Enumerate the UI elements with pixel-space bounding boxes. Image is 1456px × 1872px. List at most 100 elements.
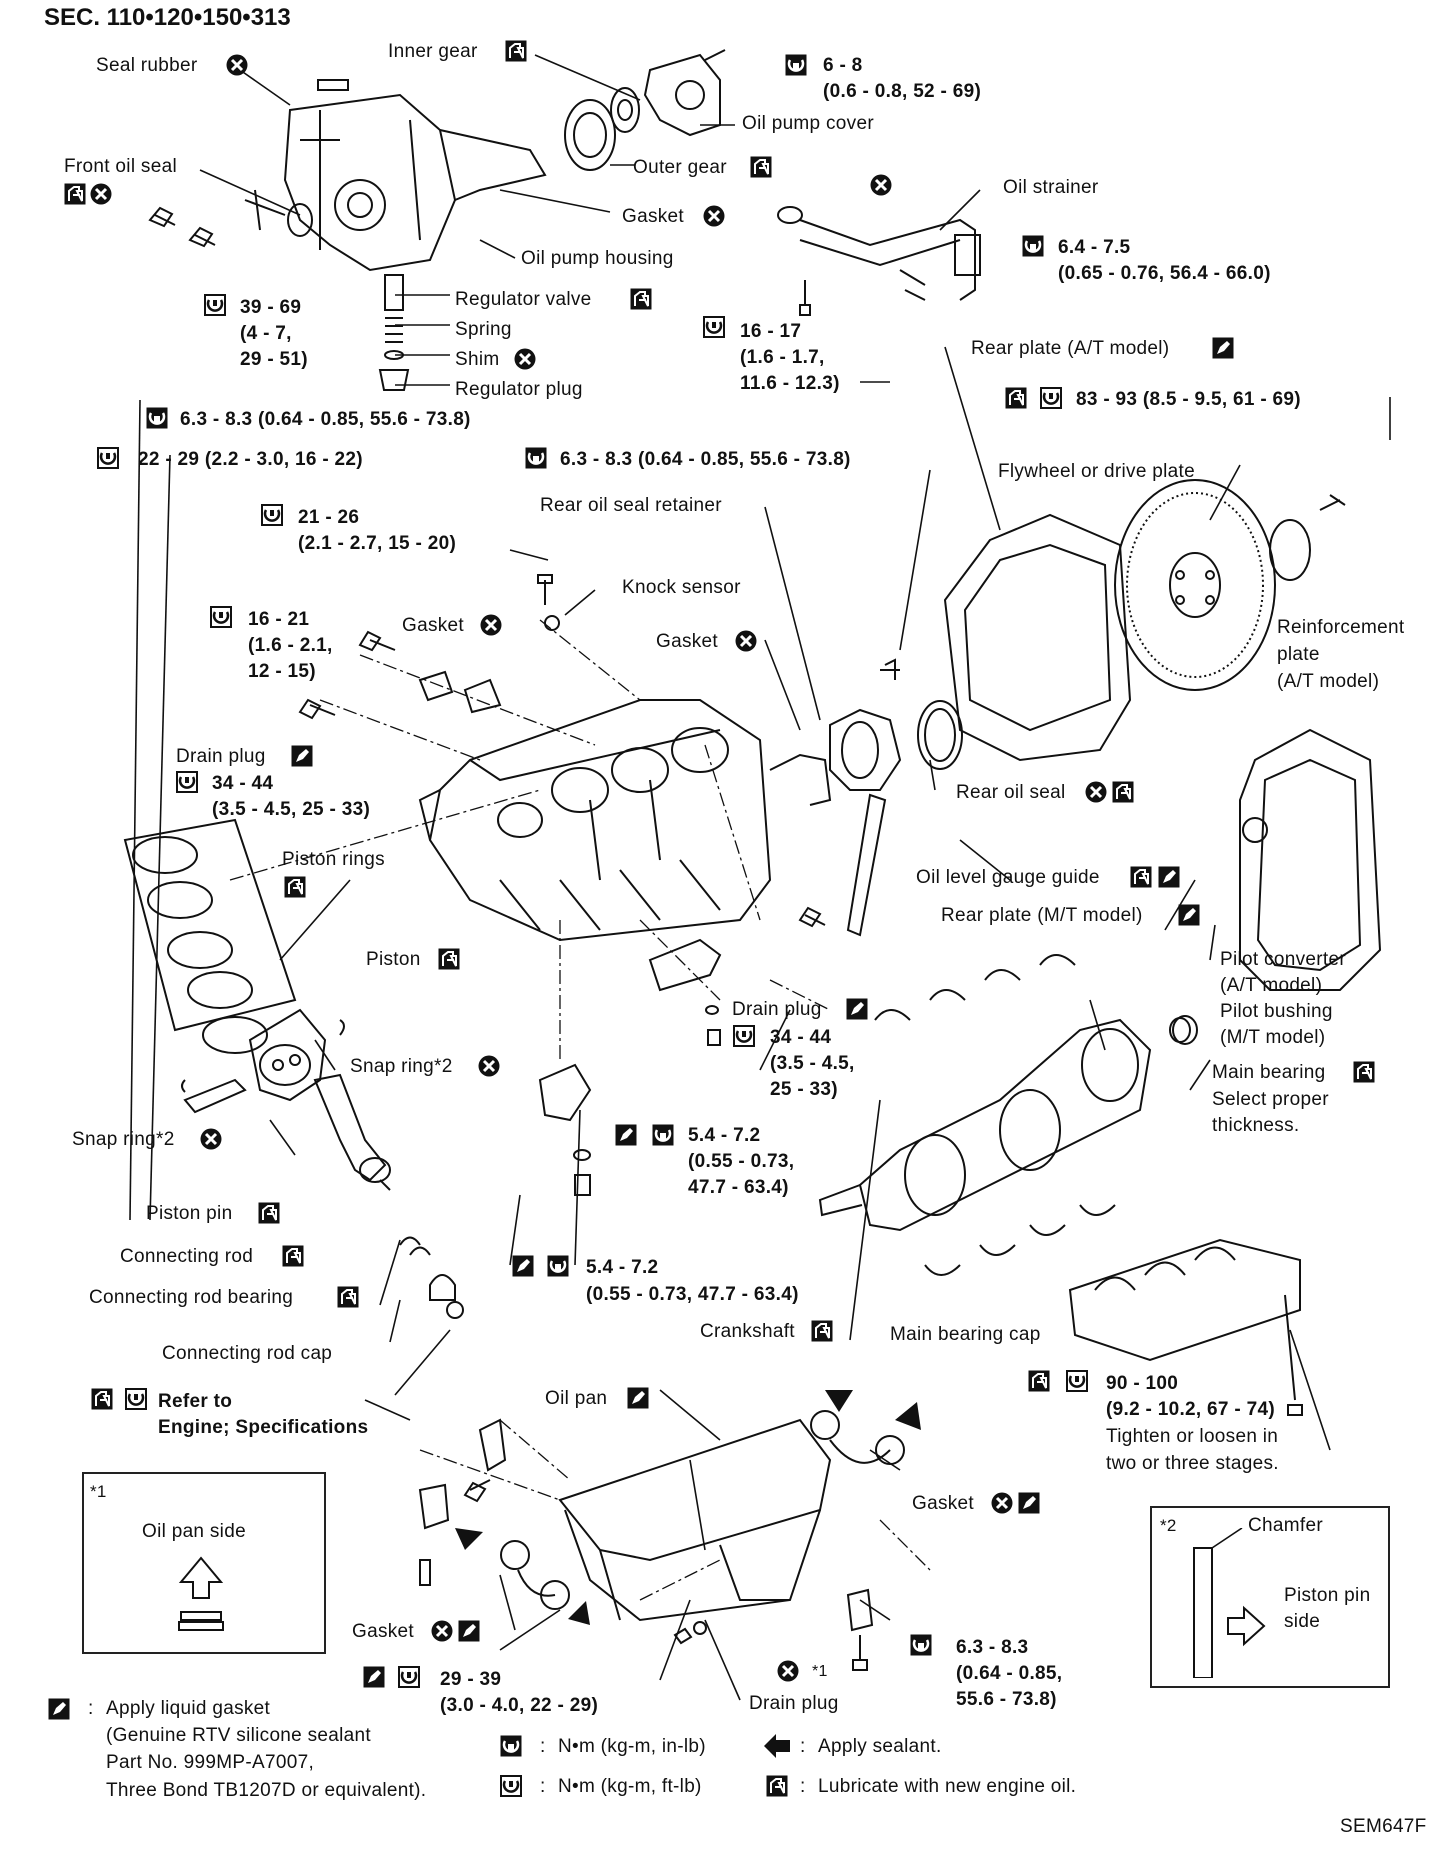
label-outer-gear: Outer gear [633, 157, 727, 178]
torque-16-17-3: 11.6 - 12.3) [740, 373, 840, 394]
torque-54-a-1: 5.4 - 7.2 [688, 1125, 761, 1146]
label-knock-sensor: Knock sensor [622, 577, 741, 598]
torque-in-lb-icon [1022, 235, 1044, 257]
label-gasket-pump: Gasket [622, 206, 684, 227]
torque-pan-29-2: (3.0 - 4.0, 22 - 29) [440, 1695, 599, 1716]
legend-colon-4: : [540, 1776, 546, 1797]
label-pilot-2: (A/T model) [1220, 975, 1323, 996]
liquid-gasket-pen-icon [1018, 1492, 1040, 1514]
replace-x-icon [777, 1660, 799, 1682]
label-reinforcement-plate-3: (A/T model) [1277, 671, 1380, 692]
torque-retainer-63: 6.3 - 8.3 (0.64 - 0.85, 55.6 - 73.8) [560, 449, 851, 470]
legend-colon-3: : [800, 1736, 806, 1757]
lubricate-oil-can-icon [505, 40, 527, 62]
torque-pan-29-1: 29 - 39 [440, 1669, 502, 1690]
oil-pan-drawing [558, 1418, 832, 1622]
oil-pump-gears-drawing [564, 49, 726, 171]
replace-x-icon [200, 1128, 222, 1150]
up-arrow-icon [178, 1556, 224, 1631]
piston-rings-drawing [123, 818, 297, 1054]
lubricate-oil-can-icon [1112, 781, 1134, 803]
legend-lubricate: Lubricate with new engine oil. [818, 1776, 1077, 1797]
legend-colon-2: : [540, 1736, 546, 1757]
oil-pump-housing-drawing [244, 79, 547, 272]
torque-ft-lb-icon [398, 1666, 420, 1688]
legend-colon-5: : [800, 1776, 806, 1797]
lubricate-oil-can-icon [64, 183, 86, 205]
label-oil-gauge-guide: Oil level gauge guide [916, 867, 1100, 888]
rear-plate-mt-drawing [1239, 728, 1382, 991]
refer-to-line-1: Refer to [158, 1391, 233, 1412]
label-regulator-plug: Regulator plug [455, 379, 583, 400]
pan-small-parts-drawing [418, 1418, 874, 1671]
label-oil-pump-housing: Oil pump housing [521, 248, 674, 269]
torque-16-21-1: 16 - 21 [248, 609, 310, 630]
label-piston-rings: Piston rings [282, 849, 385, 870]
oil-strainer-drawing [777, 206, 981, 316]
legend-liquid-gasket-icon [48, 1698, 70, 1720]
legend-nm-ft-lb: N•m (kg-m, ft-lb) [558, 1776, 702, 1797]
drain-plug-star1: *1 [812, 1663, 828, 1680]
torque-drain-mid-3: 25 - 33) [770, 1079, 838, 1100]
torque-in-lb-icon [652, 1124, 674, 1146]
refer-to-line-2: Engine; Specifications [158, 1417, 369, 1438]
crankshaft-drawing [818, 1018, 1152, 1232]
torque-ft-lb-icon [703, 316, 725, 338]
torque-in-lb-icon [525, 447, 547, 469]
torque-pan-63-1: 6.3 - 8.3 [956, 1637, 1029, 1658]
label-drain-plug-block: Drain plug [176, 746, 266, 767]
torque-in-lb-icon [785, 54, 807, 76]
torque-strainer-2: (0.65 - 0.76, 56.4 - 66.0) [1058, 263, 1271, 284]
label-gasket-retainer: Gasket [656, 631, 718, 652]
rear-oil-seal-retainer-drawing [769, 658, 963, 806]
replace-x-icon [478, 1055, 500, 1077]
torque-pump-cover-1: 6 - 8 [823, 55, 863, 76]
replace-x-icon [480, 614, 502, 636]
label-reinforcement-plate-2: plate [1277, 644, 1320, 665]
label-main-bearing-note-2: thickness. [1212, 1115, 1300, 1136]
pilot-bushing-drawing [1172, 1015, 1198, 1045]
legend-nm-in-lb: N•m (kg-m, in-lb) [558, 1736, 706, 1757]
torque-bearing-cap-2: (9.2 - 10.2, 67 - 74) [1106, 1399, 1275, 1420]
torque-ft-lb-icon [176, 771, 198, 793]
torque-16-21-3: 12 - 15) [248, 661, 316, 682]
liquid-gasket-pen-icon [512, 1255, 534, 1277]
label-oil-pump-cover: Oil pump cover [742, 113, 874, 134]
lubricate-oil-can-icon [438, 948, 460, 970]
replace-x-icon [1085, 781, 1107, 803]
lubricate-oil-can-icon [1005, 387, 1027, 409]
label-rear-oil-seal: Rear oil seal [956, 782, 1066, 803]
label-connecting-rod-cap: Connecting rod cap [162, 1343, 333, 1364]
connecting-rod-drawing [313, 1073, 464, 1319]
liquid-gasket-pen-icon [363, 1666, 385, 1688]
torque-drain-mid-2: (3.5 - 4.5, [770, 1053, 855, 1074]
label-snap-ring-1: Snap ring*2 [350, 1056, 453, 1077]
rear-plate-at-drawing [943, 513, 1132, 762]
replace-x-icon [226, 54, 248, 76]
lubricate-oil-can-icon [1130, 866, 1152, 888]
torque-54-b-2: (0.55 - 0.73, 47.7 - 63.4) [586, 1284, 799, 1305]
label-connecting-rod-bearing: Connecting rod bearing [89, 1287, 294, 1308]
torque-54-a-2: (0.55 - 0.73, [688, 1151, 795, 1172]
label-pilot-4: (M/T model) [1220, 1027, 1326, 1048]
torque-ft-lb-icon [210, 606, 232, 628]
torque-pan-63-3: 55.6 - 73.8) [956, 1689, 1057, 1710]
label-gasket-pan-left: Gasket [352, 1621, 414, 1642]
legend-colon-1: : [88, 1698, 94, 1719]
label-snap-ring-2: Snap ring*2 [72, 1129, 175, 1150]
oil-pan-gaskets-drawing [500, 1410, 905, 1610]
torque-ft-lb-icon [204, 294, 226, 316]
lubricate-oil-can-icon [258, 1202, 280, 1224]
liquid-gasket-pen-icon [1158, 866, 1180, 888]
piston-pin-side-2: side [1284, 1611, 1321, 1632]
torque-21-26-1: 21 - 26 [298, 507, 360, 528]
box-star1-label: *1 [90, 1482, 107, 1501]
cylinder-block-drawing [418, 699, 772, 942]
torque-21-26-2: (2.1 - 2.7, 15 - 20) [298, 533, 457, 554]
box-star2-label: *2 [1160, 1516, 1177, 1535]
flywheel-drawing [1114, 479, 1346, 691]
replace-x-icon [991, 1492, 1013, 1514]
liquid-gasket-pen-icon [846, 998, 868, 1020]
torque-drain-mid-1: 34 - 44 [770, 1027, 832, 1048]
